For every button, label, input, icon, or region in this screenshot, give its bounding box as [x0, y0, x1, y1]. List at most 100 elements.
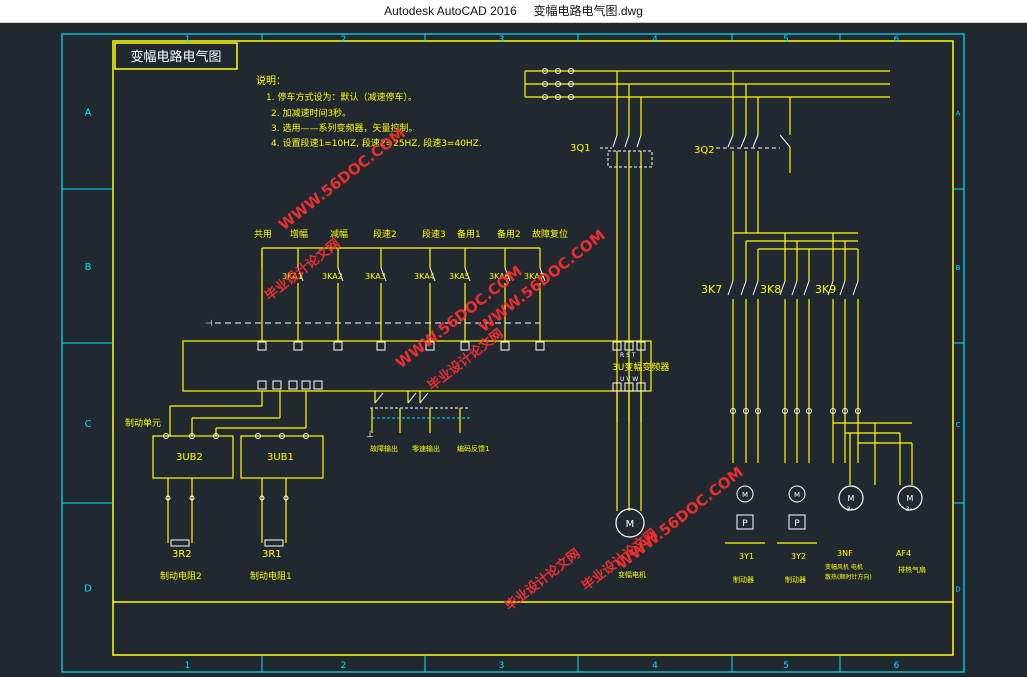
terminal-circle [542, 68, 548, 74]
terminal-box [636, 341, 646, 351]
pump-motor-circle [736, 485, 754, 503]
k-contact [839, 280, 846, 296]
fan-phase: 3~ [906, 506, 915, 513]
inverter-output-terms: U V W [620, 376, 638, 383]
terminal-box [612, 341, 622, 351]
io-label-1: 零速输出 [412, 444, 440, 453]
col-label-bottom: 6 [894, 661, 900, 671]
q1-contact [624, 134, 630, 148]
fan-motor-symbol: M [848, 494, 855, 503]
io-contact [374, 392, 384, 404]
relay-contact [337, 267, 344, 282]
col-label-bottom: 4 [652, 661, 658, 671]
motor-circle [615, 508, 645, 538]
relay-contact [380, 267, 387, 282]
app-name: Autodesk AutoCAD 2016 [384, 4, 517, 18]
relay-label-3: 3KA4 [414, 272, 435, 281]
fan-desc2-0: 散热(顺时针方向) [825, 573, 872, 581]
relay-label-6: 3KA7 [524, 272, 545, 281]
io-ground: ⊥ [366, 430, 374, 440]
terminal-circle [855, 408, 861, 414]
col-label-top: 6 [894, 35, 900, 45]
relay-label-2: 3KA3 [365, 272, 386, 281]
watermark-name-3: 毕业设计论文网 [502, 546, 584, 615]
contactor-label-0: 3K7 [701, 283, 722, 296]
pump-motor-circle [788, 485, 806, 503]
terminal-circle [806, 408, 812, 414]
q2-aux [779, 134, 791, 148]
pump-motor-symbol: M [742, 491, 748, 499]
wiring [152, 68, 923, 547]
terminal-circle [189, 495, 195, 501]
fan-desc-0: 变幅风机 电机 [825, 563, 863, 571]
fan-motor-circle [838, 485, 864, 511]
terminal-circle [842, 408, 848, 414]
relay-label-4: 3KA5 [449, 272, 470, 281]
col-label-bottom: 5 [783, 661, 789, 671]
terminal-circle [542, 81, 548, 87]
terminal-box [293, 341, 303, 351]
r1-desc: 制动电阻1 [250, 570, 292, 582]
pump-desc-1: 制动器 [785, 575, 806, 584]
watermark-name-2: 毕业设计论文网 [579, 526, 661, 595]
q1-contact [636, 134, 642, 148]
terminal-box [460, 341, 470, 351]
notes-heading: 说明： [256, 74, 286, 87]
q1-box [607, 150, 653, 168]
row-label-left: A [85, 108, 92, 119]
pump-valve-label: P [794, 519, 800, 529]
motor-symbol: M [626, 519, 635, 530]
io-label-2: 编码反馈1 [457, 444, 489, 453]
pump-desc-0: 制动器 [733, 575, 754, 584]
q1-contact [612, 134, 618, 148]
window-title: Autodesk AutoCAD 2016 变幅电路电气图.dwg [0, 0, 1027, 22]
terminal-circle [555, 81, 561, 87]
fan-phase: 3~ [847, 506, 856, 513]
terminal-box [624, 341, 634, 351]
inverter-box [182, 340, 652, 392]
terminal-box [313, 380, 323, 390]
row-label-left: C [85, 419, 92, 430]
watermarks: WWW.56DOC.COMWWW.56DOC.COMWWW.56DOC.COMW… [262, 124, 747, 614]
terminal-circle [283, 495, 289, 501]
fan-motor-circle [897, 485, 923, 511]
k-contact [727, 280, 734, 296]
terminal-circle [782, 408, 788, 414]
row-label-left: D [84, 584, 92, 595]
terminal-circle [568, 94, 574, 100]
pump-valve-box [788, 514, 806, 530]
resistor-r2 [170, 539, 190, 547]
terminal-circle [830, 408, 836, 414]
col-label-top: 3 [499, 35, 505, 45]
pump-valve-label: P [742, 519, 748, 529]
q2-label: 3Q2 [694, 145, 715, 156]
terminal-box [301, 380, 311, 390]
brake-unit-label: 制动单元 [125, 417, 161, 429]
switch-label-7: 故障复位 [532, 228, 568, 240]
drawing-title: 变幅电路电气图 [130, 49, 221, 65]
resistor-r1 [264, 539, 284, 547]
inverter-input-terms: R S T [620, 352, 636, 359]
switch-label-2: 减幅 [330, 228, 348, 240]
col-label-top: 2 [341, 35, 347, 45]
file-name: 变幅电路电气图.dwg [533, 4, 643, 18]
terminal-circle [259, 495, 265, 501]
q2-contact [740, 134, 747, 148]
col-label-bottom: 3 [499, 661, 505, 671]
r1-label: 3R1 [262, 549, 282, 560]
title-block: 变幅电路电气图 [114, 42, 238, 70]
row-label-right: D [955, 586, 960, 594]
relay-label-5: 3KA6 [489, 272, 510, 281]
fan-label-1: AF4 [896, 549, 911, 558]
terminal-circle [165, 495, 171, 501]
note-line-4: 4. 设置段速1=10HZ, 段速2=25HZ, 段速3=40HZ. [271, 137, 482, 149]
k-contact [803, 280, 810, 296]
terminal-circle [279, 433, 285, 439]
relay-contact [504, 267, 511, 282]
row-label-right: C [956, 421, 961, 429]
k-contact [752, 280, 759, 296]
pump-valve-box [736, 514, 754, 530]
